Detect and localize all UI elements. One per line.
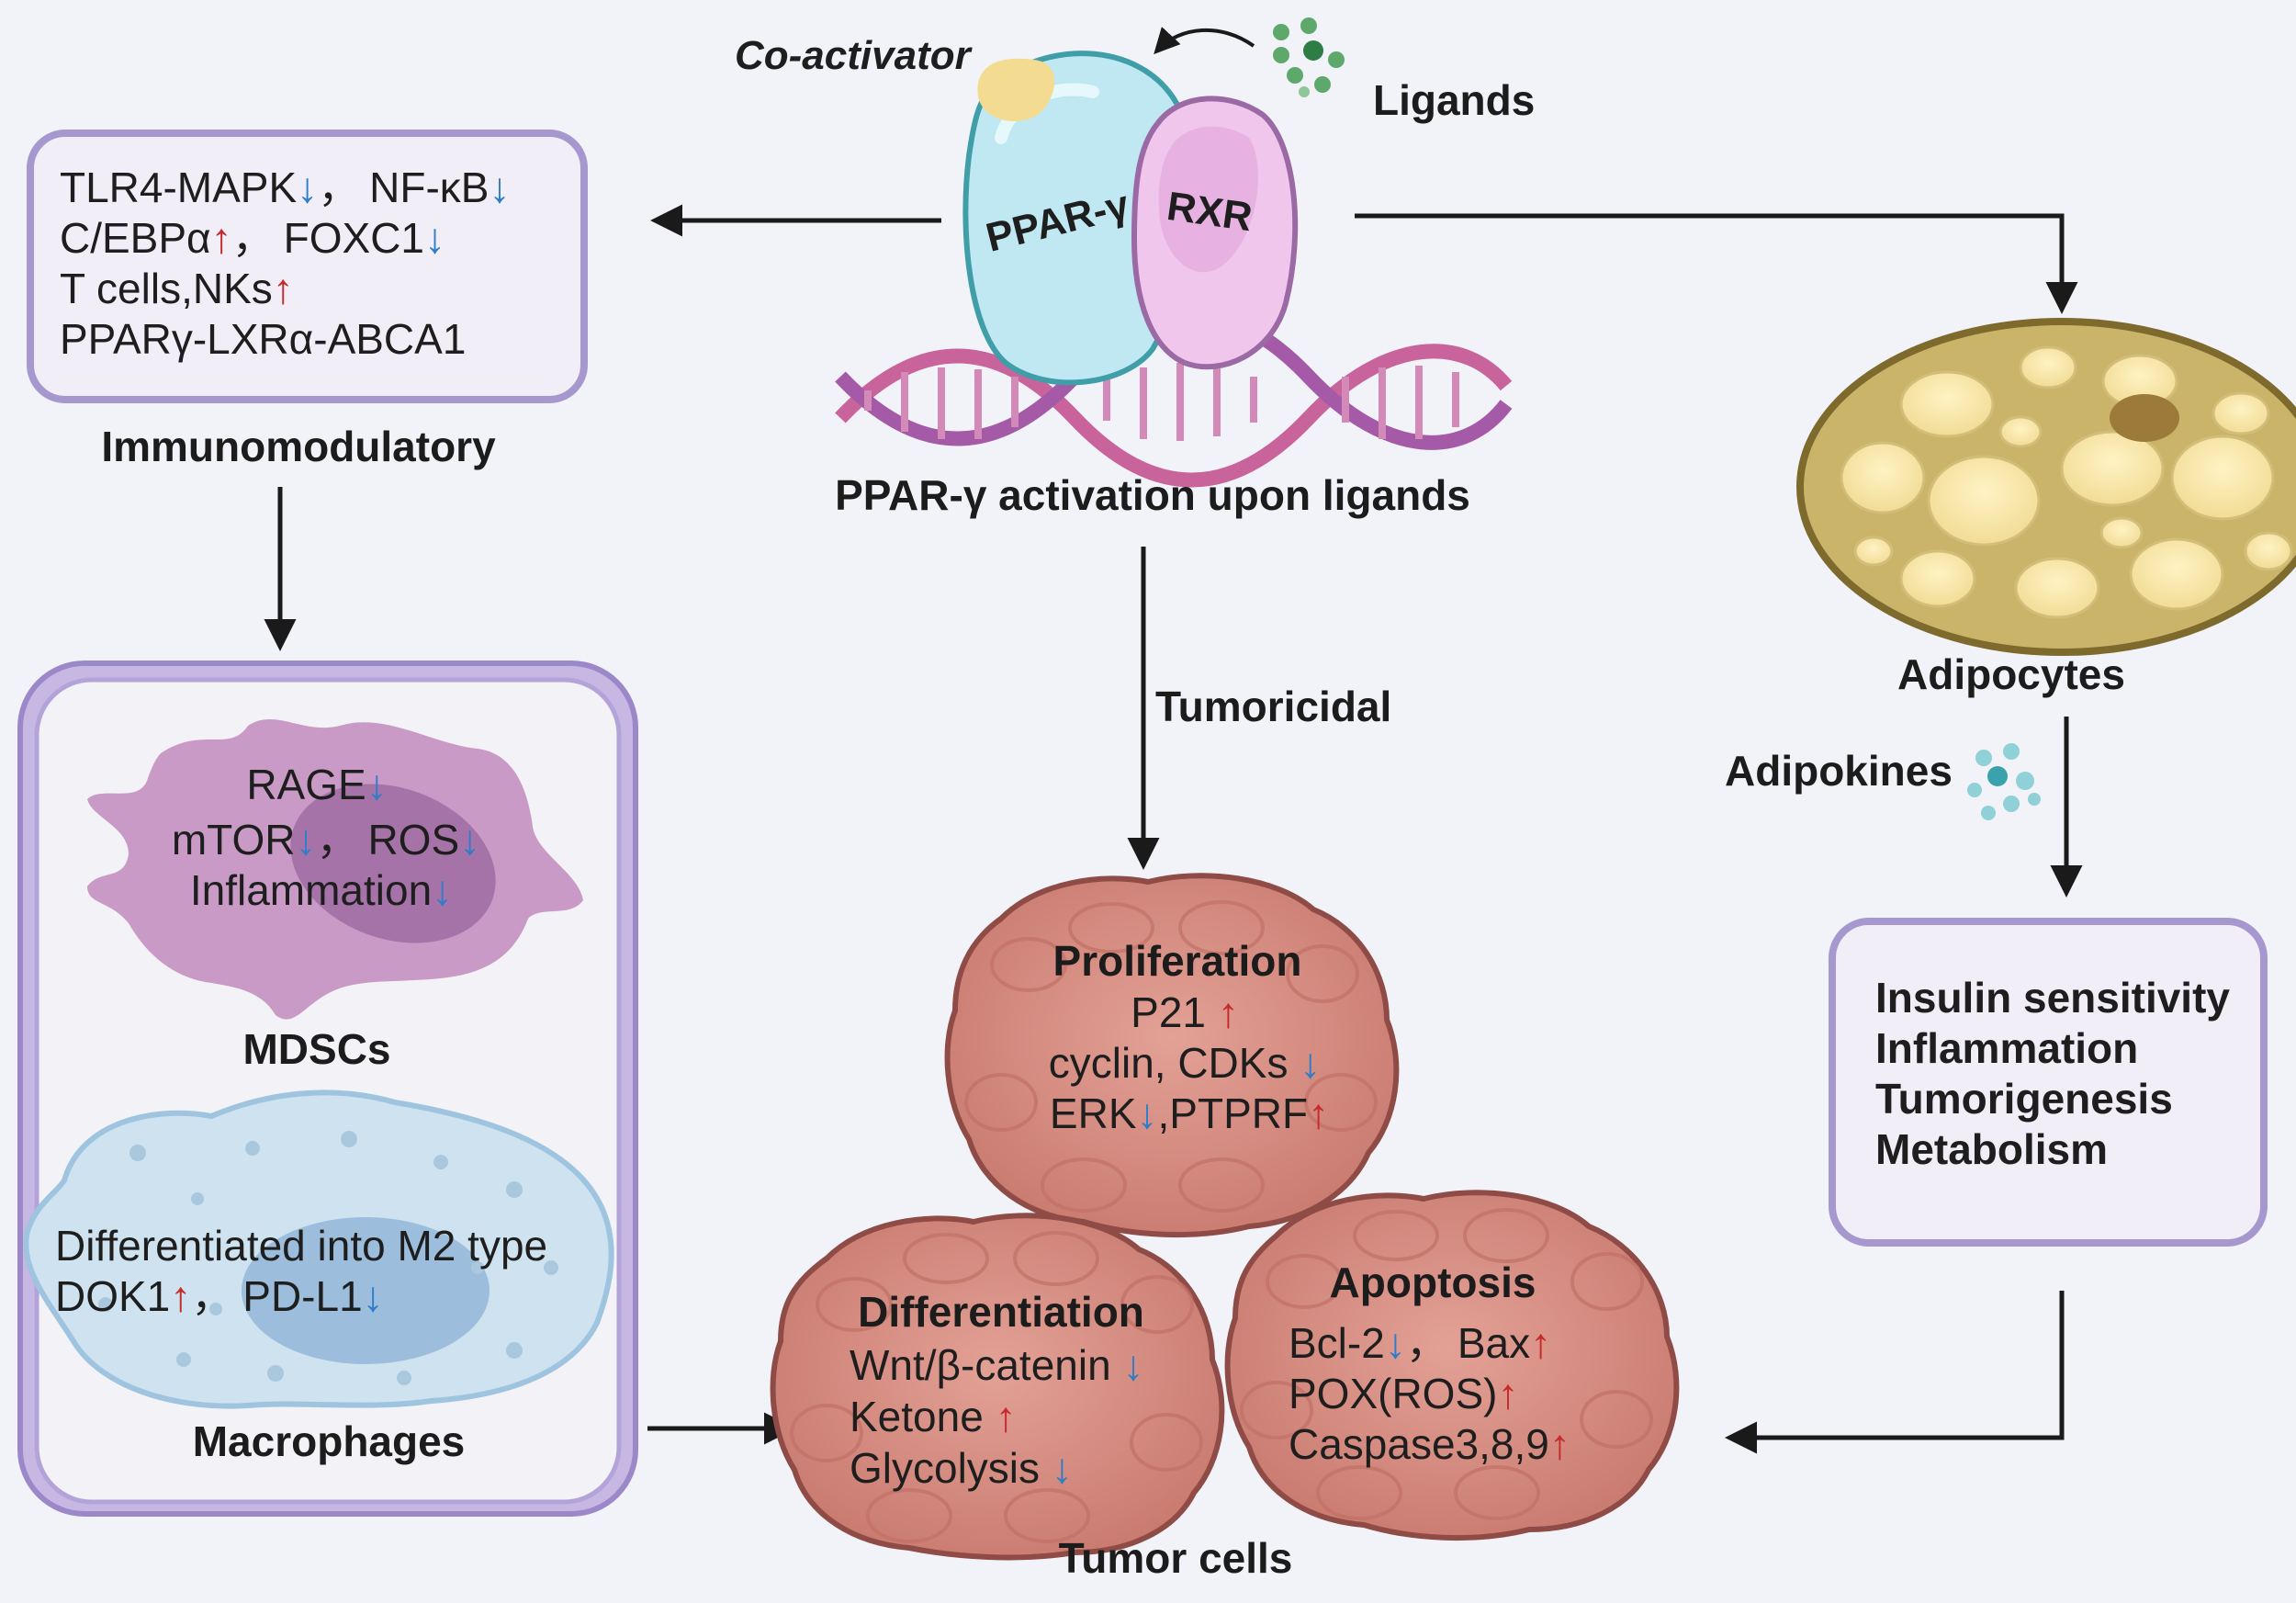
apoptosis-title: Apoptosis [1330,1259,1536,1306]
immuno-box [27,130,588,403]
arrow-to-adipocytes [1355,213,2078,314]
ligands-label: Ligands [1373,76,1535,124]
macrophage-cell [23,1089,614,1409]
macrophage-line-1: Differentiated into M2 type [55,1222,547,1270]
mdsc-caption: MDSCs [242,1025,390,1073]
immuno-line-4: PPARγ-LXRα-ABCA1 [60,315,466,363]
adipo-effects-box [1829,918,2268,1247]
tumor-caption: Tumor cells [1059,1534,1293,1582]
effect-2: Inflammation [1875,1024,2138,1072]
proliferation-line-1: P21 ↑ [1131,988,1239,1036]
proliferation-title: Proliferation [1053,937,1302,985]
ppar-gamma-protein [962,51,1198,386]
coactivator-label: Co-activator [735,33,974,78]
mdsc-line-3: Inflammation↓ [190,866,453,914]
adipocytes-caption: Adipocytes [1897,650,2125,698]
immuno-line-3: T cells,NKs↑ [60,265,294,312]
effect-4: Metabolism [1875,1125,2108,1173]
coactivator-blob [977,58,1055,122]
mdsc-line-1: RAGE↓ [246,761,387,808]
effect-3: Tumorigenesis [1875,1075,2173,1123]
macrophage-caption: Macrophages [193,1417,466,1465]
differentiation-line-1: Wnt/β-catenin ↓ [850,1341,1143,1389]
adipokine-molecules [1967,743,2041,820]
differentiation-line-3: Glycolysis ↓ [850,1444,1073,1492]
ligand-molecules [1273,17,1345,97]
adipokines-label: Adipokines [1725,747,1953,795]
mdsc-cell [87,718,583,1020]
tumor-apoptosis-cell [1224,1190,1680,1541]
macrophage-line-2: DOK1↑，PD-L1↓ [55,1272,384,1320]
immuno-line-1: TLR4-MAPK↓，NF-κB↓ [60,164,511,211]
apoptosis-line-3: Caspase3,8,9↑ [1289,1420,1570,1468]
tumor-differentiation-cell [770,1213,1225,1561]
activation-caption: PPAR-γ activation upon ligands [835,471,1470,519]
immuno-caption: Immunomodulatory [101,423,496,470]
proliferation-line-2: cyclin, CDKs ↓ [1049,1039,1321,1087]
ligand-binding-arrow [1154,27,1255,55]
immuno-line-2: C/EBPα↑，FOXC1↓ [60,214,445,262]
apoptosis-line-1: Bcl-2↓，Bax↑ [1289,1319,1551,1367]
mdsc-line-2: mTOR↓，ROS↓ [172,816,480,864]
dna-helix [835,307,1513,488]
differentiation-line-2: Ketone ↑ [850,1393,1017,1440]
apoptosis-line-2: POX(ROS)↑ [1289,1370,1518,1417]
effect-1: Insulin sensitivity [1875,974,2230,1022]
arrow-effects-to-tumor [1725,1291,2065,1454]
tumor-proliferation-cell [944,873,1400,1238]
differentiation-title: Differentiation [858,1288,1144,1336]
rxr-protein [1131,96,1299,370]
tumoricidal-label: Tumoricidal [1155,683,1391,730]
adipocyte-cell [1796,318,2296,656]
proliferation-line-3: ERK↓,PTPRF↑ [1050,1089,1329,1137]
